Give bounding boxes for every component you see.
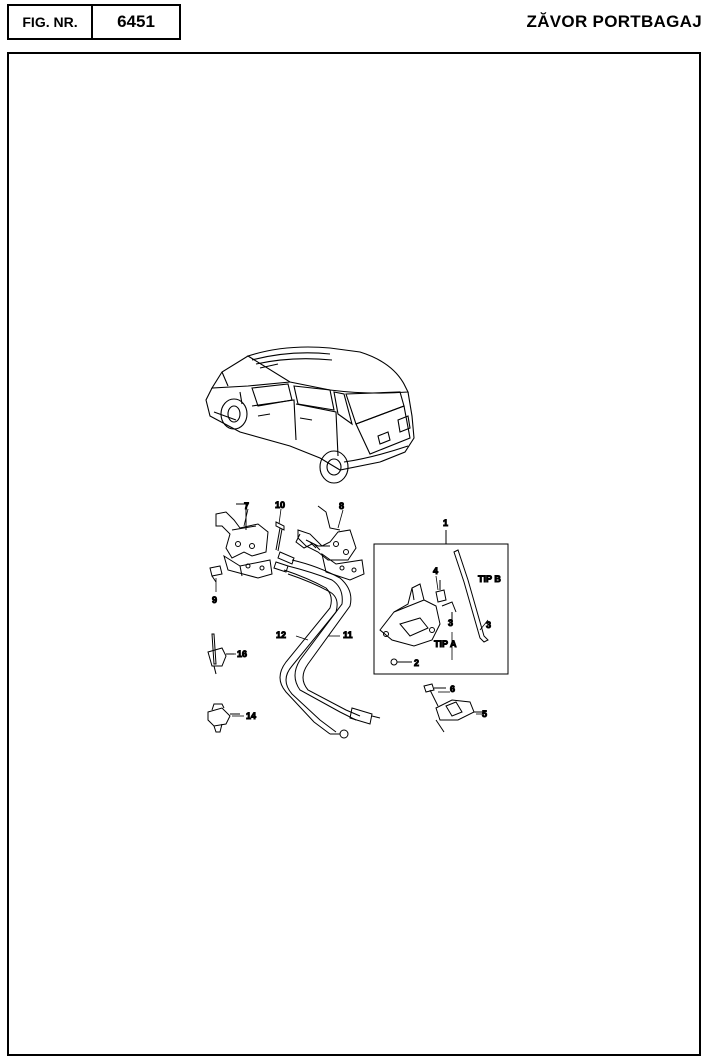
leader-lines [215, 508, 489, 717]
release-cables [273, 551, 381, 739]
figure-label: FIG. NR. [9, 6, 93, 38]
bolt-10 [275, 521, 285, 552]
callout-7: 7 [244, 501, 249, 511]
rod-3a [441, 601, 457, 622]
callout-9: 9 [212, 595, 217, 605]
callout-5: 5 [482, 709, 487, 719]
callout-4: 4 [433, 566, 438, 576]
clip-4 [435, 580, 447, 603]
car-illustration [205, 346, 415, 484]
striker-5 [435, 699, 482, 733]
bolt-6 [423, 683, 446, 707]
label-tip-a: TIP A [434, 639, 457, 649]
callout-11: 11 [343, 630, 353, 640]
latch-box [373, 530, 509, 675]
figure-number: 6451 [117, 12, 155, 31]
callout-12: 12 [276, 630, 286, 640]
rod-3b [453, 549, 489, 643]
callout-14: 14 [246, 711, 256, 721]
clip-9 [209, 565, 223, 583]
hinge-left [215, 503, 273, 579]
label-tip-b: TIP B [478, 574, 501, 584]
page-title: ZĂVOR PORTBAGAJ [526, 12, 702, 31]
callout-10: 10 [275, 500, 285, 510]
latch-assembly [379, 583, 441, 647]
callout-16: 16 [237, 649, 247, 659]
callout-3a: 3 [448, 618, 453, 628]
diagram-frame [7, 52, 701, 1056]
callout-2: 2 [414, 658, 419, 668]
callout-6: 6 [450, 684, 455, 694]
hinge-right [295, 505, 365, 581]
callout-8: 8 [339, 501, 344, 511]
callout-3b: 3 [486, 620, 491, 630]
callout-1: 1 [443, 518, 448, 528]
figure-number-box: FIG. NR. 6451 [7, 4, 181, 40]
part-14 [207, 703, 240, 733]
